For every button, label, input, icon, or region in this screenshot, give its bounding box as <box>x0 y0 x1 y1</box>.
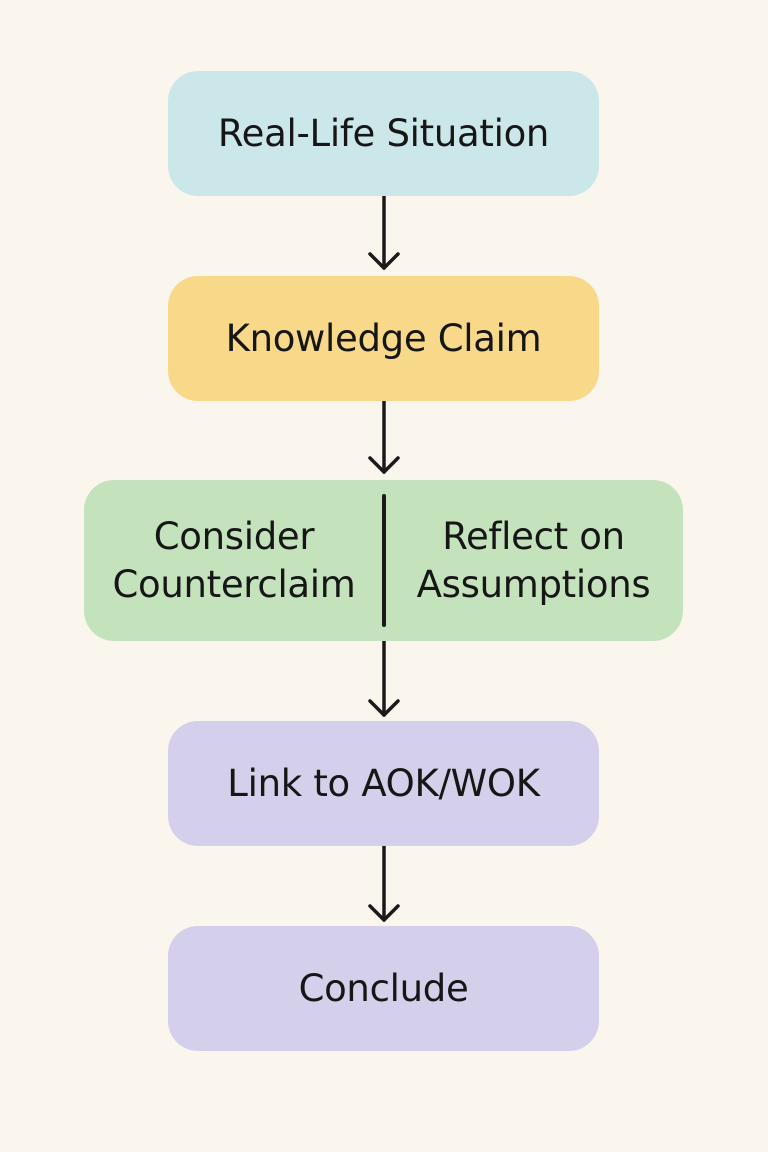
consider-counterclaim-text: Consider Counterclaim <box>84 480 384 641</box>
arrow-down-icon <box>364 846 404 926</box>
step-label: Real-Life Situation <box>217 111 550 155</box>
line: Assumptions <box>416 562 651 606</box>
step-counterclaim-and-assumptions: Consider Counterclaim Reflect on Assumpt… <box>84 480 683 641</box>
split-divider <box>382 494 386 627</box>
step-label: Conclude <box>298 966 469 1010</box>
arrow-down-icon <box>364 641 404 721</box>
reflect-on-assumptions-text: Reflect on Assumptions <box>384 480 683 641</box>
line: Reflect on <box>442 514 625 558</box>
step-link-to-aok-wok: Link to AOK/WOK <box>168 721 599 846</box>
arrow-down-icon <box>364 401 404 477</box>
step-real-life-situation: Real-Life Situation <box>168 71 599 196</box>
step-conclude: Conclude <box>168 926 599 1051</box>
step-label: Link to AOK/WOK <box>227 761 540 805</box>
line: Consider <box>153 514 315 558</box>
step-knowledge-claim: Knowledge Claim <box>168 276 599 401</box>
line: Counterclaim <box>112 562 356 606</box>
arrow-down-icon <box>364 196 404 276</box>
step-label: Knowledge Claim <box>225 316 542 360</box>
